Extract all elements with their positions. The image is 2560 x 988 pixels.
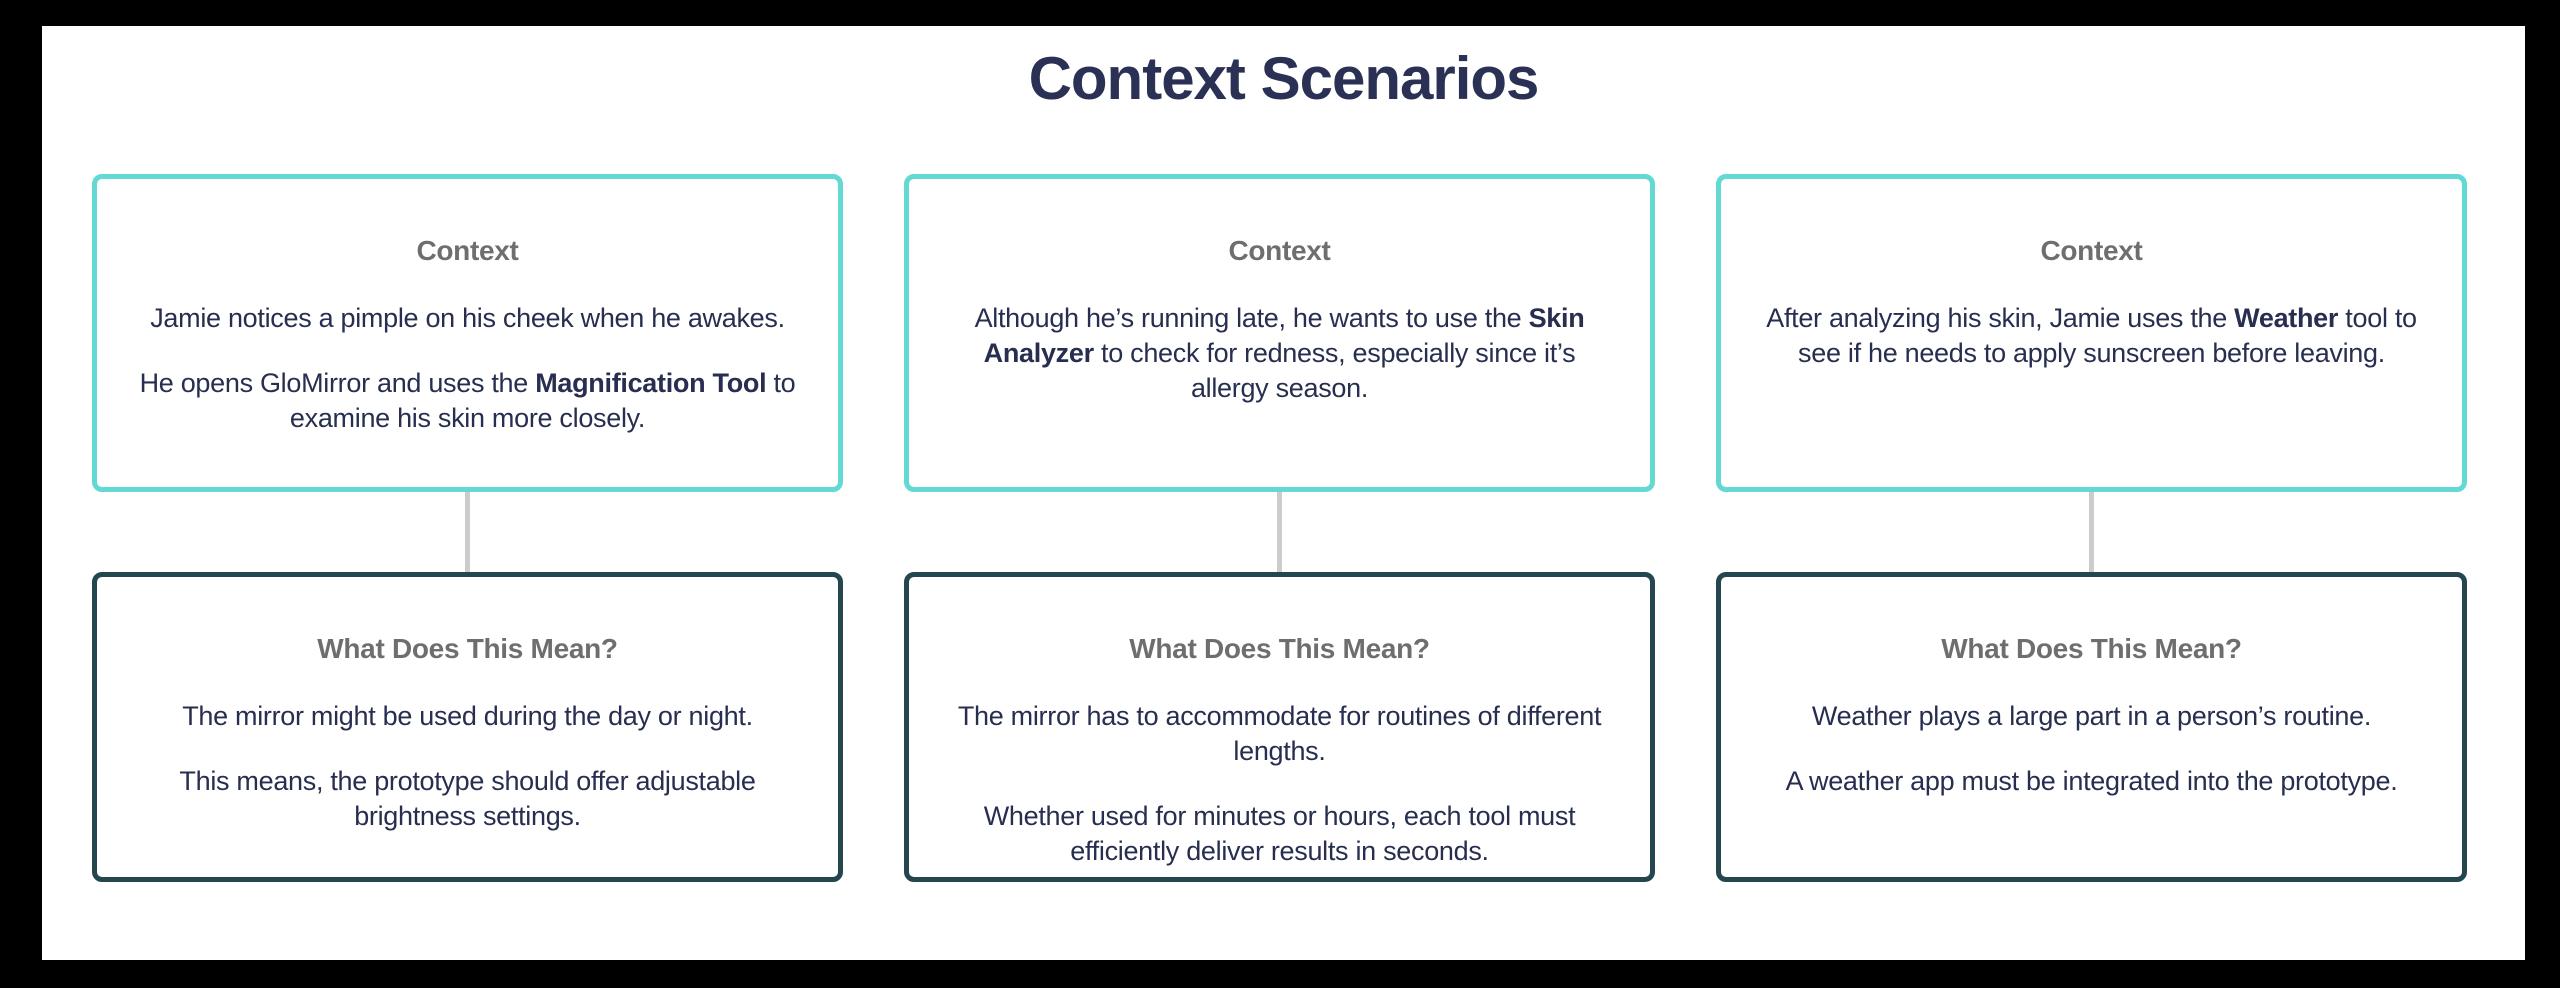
connector-line-3 (2089, 492, 2094, 572)
paragraph: The mirror has to accommodate for routin… (957, 701, 1602, 766)
context-box-1: Context Jamie notices a pimple on his ch… (92, 174, 843, 492)
meaning-body: Weather plays a large part in a person’s… (1755, 699, 2428, 799)
meaning-box-3: What Does This Mean? Weather plays a lar… (1716, 572, 2467, 882)
context-box-2: Context Although he’s running late, he w… (904, 174, 1655, 492)
context-box-3: Context After analyzing his skin, Jamie … (1716, 174, 2467, 492)
meaning-box-2: What Does This Mean? The mirror has to a… (904, 572, 1655, 882)
connector-line-2 (1277, 492, 1282, 572)
meaning-heading: What Does This Mean? (1941, 633, 2242, 664)
meaning-heading: What Does This Mean? (1129, 633, 1430, 664)
paragraph: Whether used for minutes or hours, each … (983, 801, 1576, 866)
paragraph: This means, the prototype should offer a… (179, 766, 756, 831)
meaning-body: The mirror might be used during the day … (131, 699, 804, 834)
context-heading: Context (416, 235, 519, 266)
paragraph: Weather plays a large part in a person’s… (1811, 701, 2372, 731)
scenario-column-1: Context Jamie notices a pimple on his ch… (92, 174, 843, 882)
meaning-box-1: What Does This Mean? The mirror might be… (92, 572, 843, 882)
context-body: Although he’s running late, he wants to … (943, 301, 1616, 406)
scenario-grid: Context Jamie notices a pimple on his ch… (42, 174, 2525, 882)
diagram-canvas: Context Scenarios Context Jamie notices … (42, 26, 2525, 960)
paragraph: Jamie notices a pimple on his cheek when… (150, 303, 785, 333)
page-title: Context Scenarios (1028, 45, 1540, 112)
paragraph: The mirror might be used during the day … (182, 701, 753, 731)
context-body: Jamie notices a pimple on his cheek when… (131, 301, 804, 436)
paragraph: He opens GloMirror and uses the Magnific… (139, 368, 796, 433)
context-body: After analyzing his skin, Jamie uses the… (1755, 301, 2428, 371)
scenario-column-2: Context Although he’s running late, he w… (904, 174, 1655, 882)
context-heading: Context (1228, 235, 1331, 266)
paragraph: Although he’s running late, he wants to … (974, 303, 1585, 403)
meaning-heading: What Does This Mean? (317, 633, 618, 664)
connector-line-1 (465, 492, 470, 572)
meaning-body: The mirror has to accommodate for routin… (943, 699, 1616, 869)
scenario-column-3: Context After analyzing his skin, Jamie … (1716, 174, 2467, 882)
paragraph: A weather app must be integrated into th… (1785, 766, 2398, 796)
context-heading: Context (2040, 235, 2143, 266)
paragraph: After analyzing his skin, Jamie uses the… (1766, 303, 2417, 368)
